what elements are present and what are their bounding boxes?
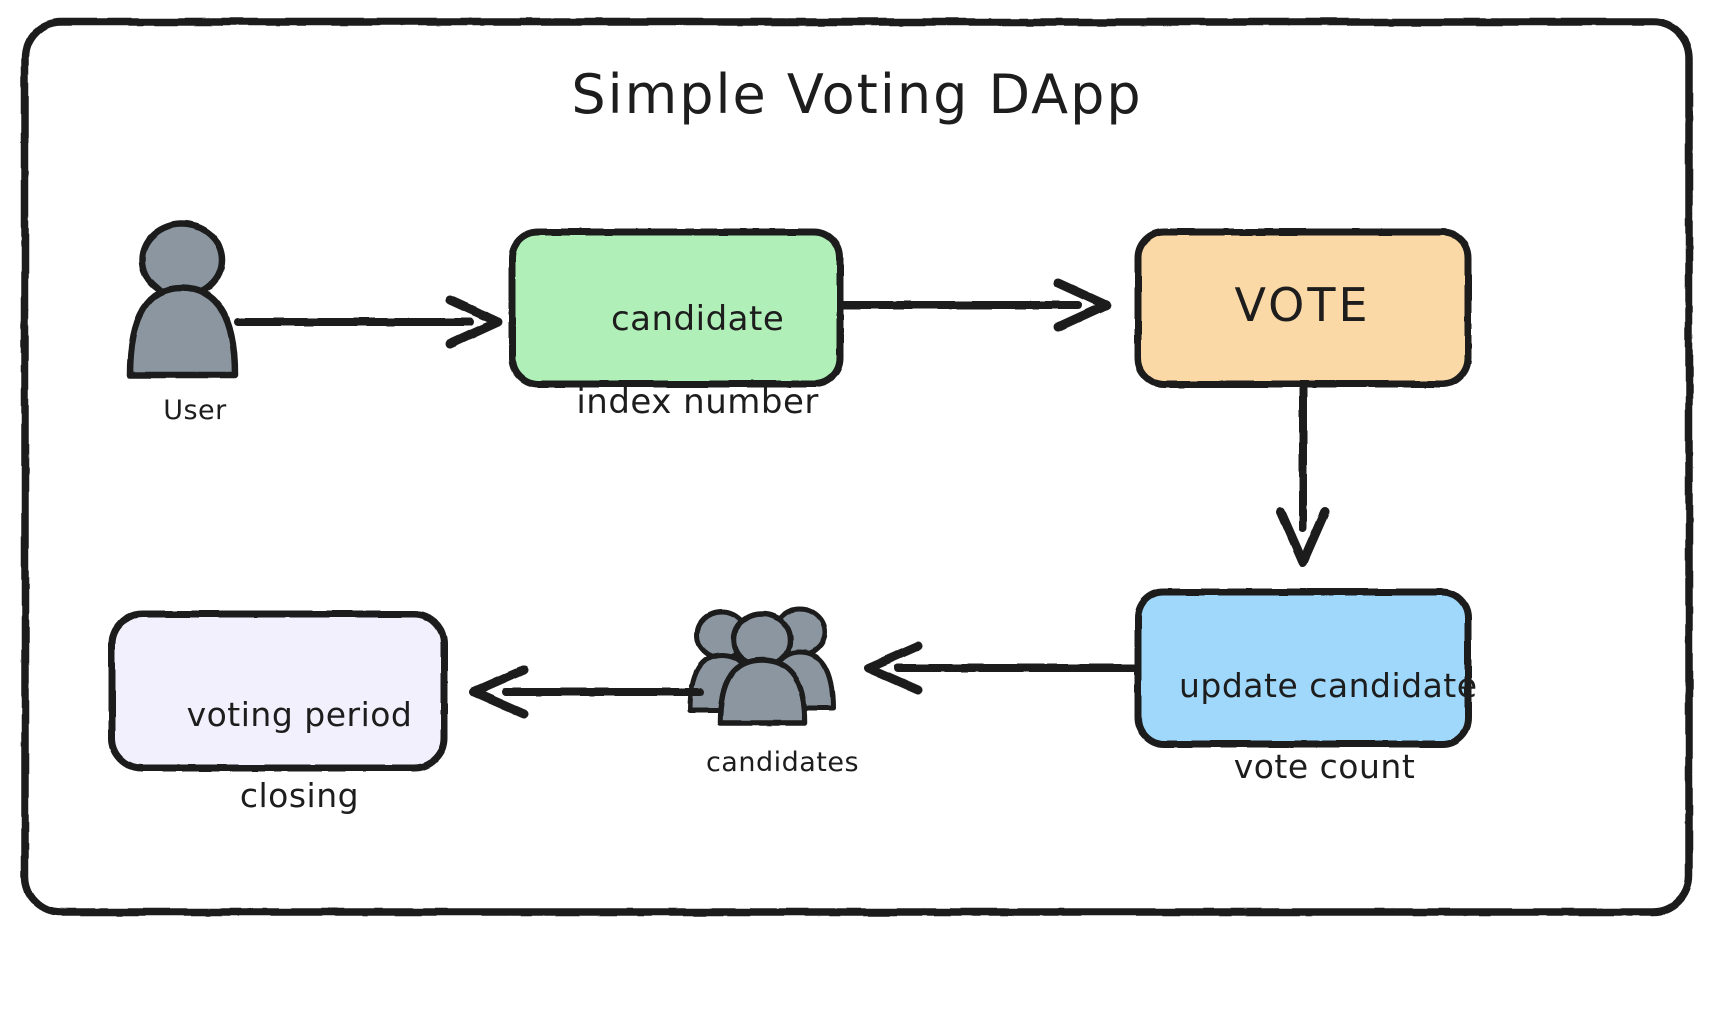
- node-label-candidate-index: candidate index number: [510, 258, 840, 465]
- edge-candidates-to-closing: [469, 665, 704, 719]
- node-label-line1: update candidate: [1178, 666, 1478, 706]
- node-label-candidates: candidates: [705, 747, 860, 778]
- page-title: Simple Voting DApp: [571, 63, 1143, 126]
- node-label-line2: index number: [576, 382, 819, 423]
- node-label-line2: vote count: [1233, 746, 1416, 786]
- edge-vote-to-update: [1276, 384, 1330, 567]
- edge-update-to-candidates: [863, 641, 1138, 695]
- node-voting-period-closing-box[interactable]: [108, 610, 448, 772]
- node-label-line2: closing: [239, 775, 360, 815]
- person-icon: [126, 220, 239, 379]
- node-label-line1: candidate: [610, 299, 785, 340]
- node-label-vote: VOTE: [1234, 278, 1371, 332]
- node-label-voting-period-closing: voting period closing: [110, 655, 445, 856]
- edge-candidate-to-vote: [838, 278, 1111, 332]
- node-label-line1: voting period: [186, 695, 413, 735]
- node-label-update-count: update candidate vote count: [1135, 626, 1477, 827]
- node-label-user: User: [163, 395, 227, 426]
- edge-user-to-candidate: [234, 295, 503, 349]
- people-group-icon: [687, 606, 836, 726]
